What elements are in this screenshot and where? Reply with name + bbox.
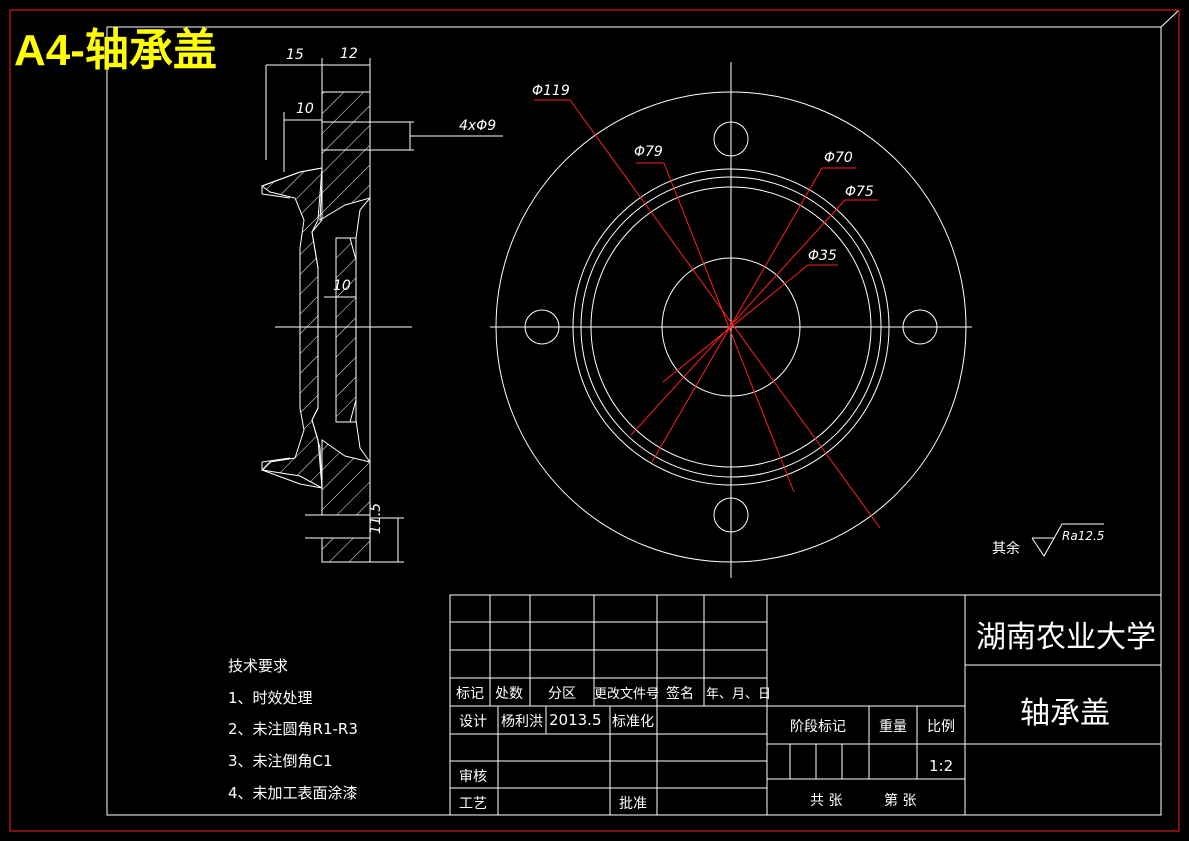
hatch-small-bottom [321, 537, 371, 563]
tech-req-item: 4、未加工表面涂漆 [228, 784, 358, 802]
header-mark: 标记 [456, 686, 484, 702]
roughness-symbol [1031, 523, 1104, 557]
section-view [260, 58, 503, 563]
dim-phi79: Φ79 [634, 144, 663, 160]
sheet-number: 第 张 [884, 793, 917, 809]
sheet-title: A4-轴承盖 [14, 26, 217, 75]
approve-label: 批准 [619, 796, 647, 812]
hatch-body-left [260, 167, 323, 489]
tech-req-item: 2、未注圆角R1-R3 [228, 720, 358, 738]
header-date: 年、月、日 [706, 687, 772, 702]
dim-10-top: 10 [296, 101, 314, 117]
sheets-total: 共 张 [810, 793, 843, 809]
standardization-label: 标准化 [612, 714, 654, 730]
tech-req-item: 3、未注倒角C1 [228, 752, 333, 770]
circle-35 [661, 257, 801, 397]
design-label: 设计 [459, 714, 487, 730]
circle-70 [590, 186, 872, 468]
designer-name: 杨利洪 [501, 714, 543, 730]
header-signature: 签名 [666, 686, 694, 702]
dim-11-5: 11.5 [368, 502, 384, 534]
stage-mark-label: 阶段标记 [790, 719, 846, 735]
roughness-value: Ra12.5 [1062, 529, 1105, 543]
hatch-flange-top [319, 91, 371, 221]
dim-10-groove: 10 [333, 278, 351, 294]
title-block-grid [449, 594, 1162, 816]
header-zone: 分区 [548, 686, 576, 702]
header-change-doc: 更改文件号 [594, 687, 660, 702]
circle-79 [572, 168, 890, 486]
circle-outer-119 [495, 91, 967, 563]
scale-label: 比例 [927, 719, 955, 735]
scale-value: 1:2 [929, 757, 954, 775]
dim-12: 12 [340, 46, 358, 62]
tech-req-item: 1、时效处理 [228, 689, 313, 707]
part-name: 轴承盖 [1020, 696, 1110, 731]
weight-label: 重量 [879, 719, 907, 735]
process-label: 工艺 [459, 796, 487, 812]
design-date: 2013.5 [549, 711, 602, 729]
leader-lines [534, 99, 881, 529]
roughness-label: 其余 [992, 541, 1020, 557]
outer-border [9, 9, 1180, 832]
dim-4xphi9: 4xΦ9 [459, 118, 497, 134]
dim-phi70: Φ70 [824, 150, 853, 166]
hatch-groove [335, 237, 357, 423]
dim-phi119: Φ119 [532, 83, 570, 99]
review-label: 审核 [459, 769, 487, 785]
dim-phi35: Φ35 [808, 248, 837, 264]
dim-15: 15 [286, 47, 304, 63]
circle-75 [580, 176, 882, 478]
dim-phi75: Φ75 [845, 184, 874, 200]
header-count: 处数 [495, 686, 523, 702]
tech-req-heading: 技术要求 [228, 657, 289, 675]
university-name: 湖南农业大学 [976, 620, 1156, 655]
front-view [490, 62, 972, 578]
corner-tick [1160, 10, 1179, 28]
